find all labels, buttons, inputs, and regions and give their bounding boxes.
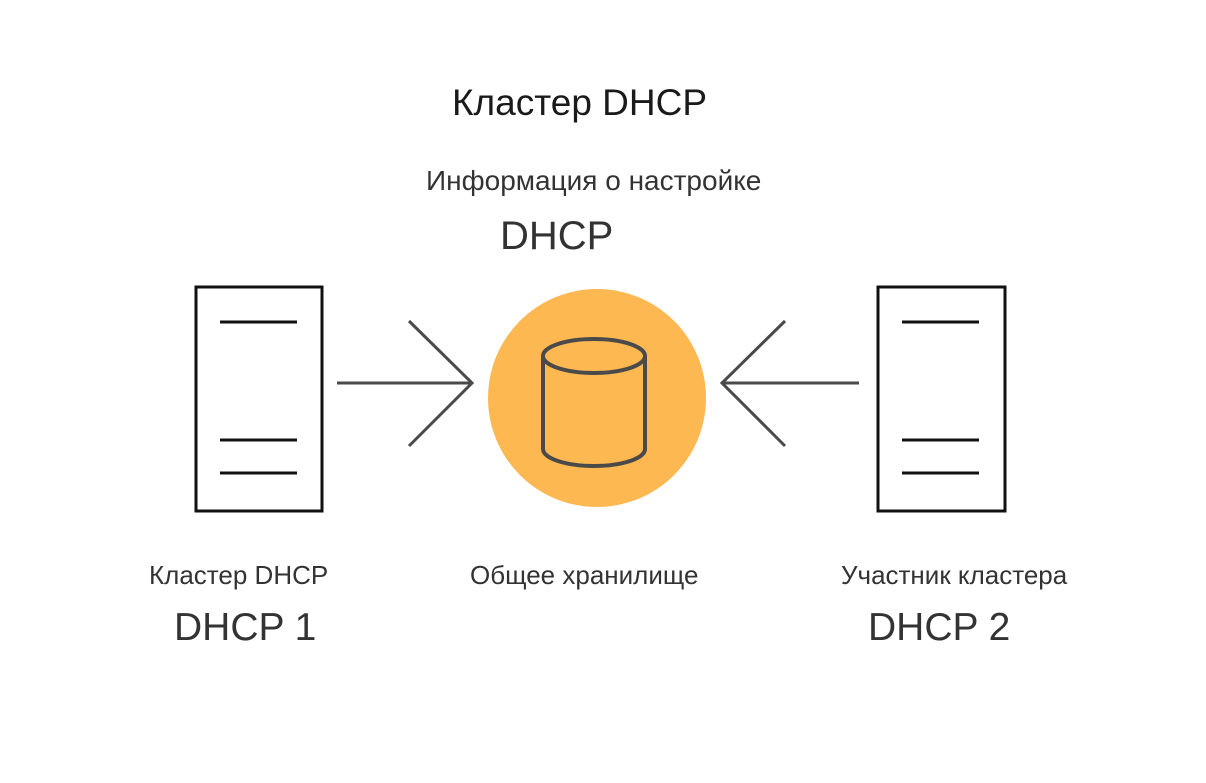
arrow-server2-to-storage [719,319,859,448]
server-2-role-label: Участник кластера [841,560,1068,590]
server-2-name-label: DHCP 2 [868,606,1011,649]
server-2-icon [876,285,1007,513]
diagram-title: Кластер DHCP [452,82,708,123]
server-1-name-label: DHCP 1 [174,606,317,649]
storage-circle [488,289,706,507]
server-1-role-label: Кластер DHCP [149,560,329,590]
config-info-line1: Информация о настройке [426,165,762,196]
server-1-icon [194,285,324,513]
shared-storage-icon [488,289,706,507]
arrow-server1-to-storage [337,319,475,448]
shared-storage-label: Общее хранилище [470,560,699,590]
config-info-line2: DHCP [500,214,614,258]
database-icon [541,337,647,468]
